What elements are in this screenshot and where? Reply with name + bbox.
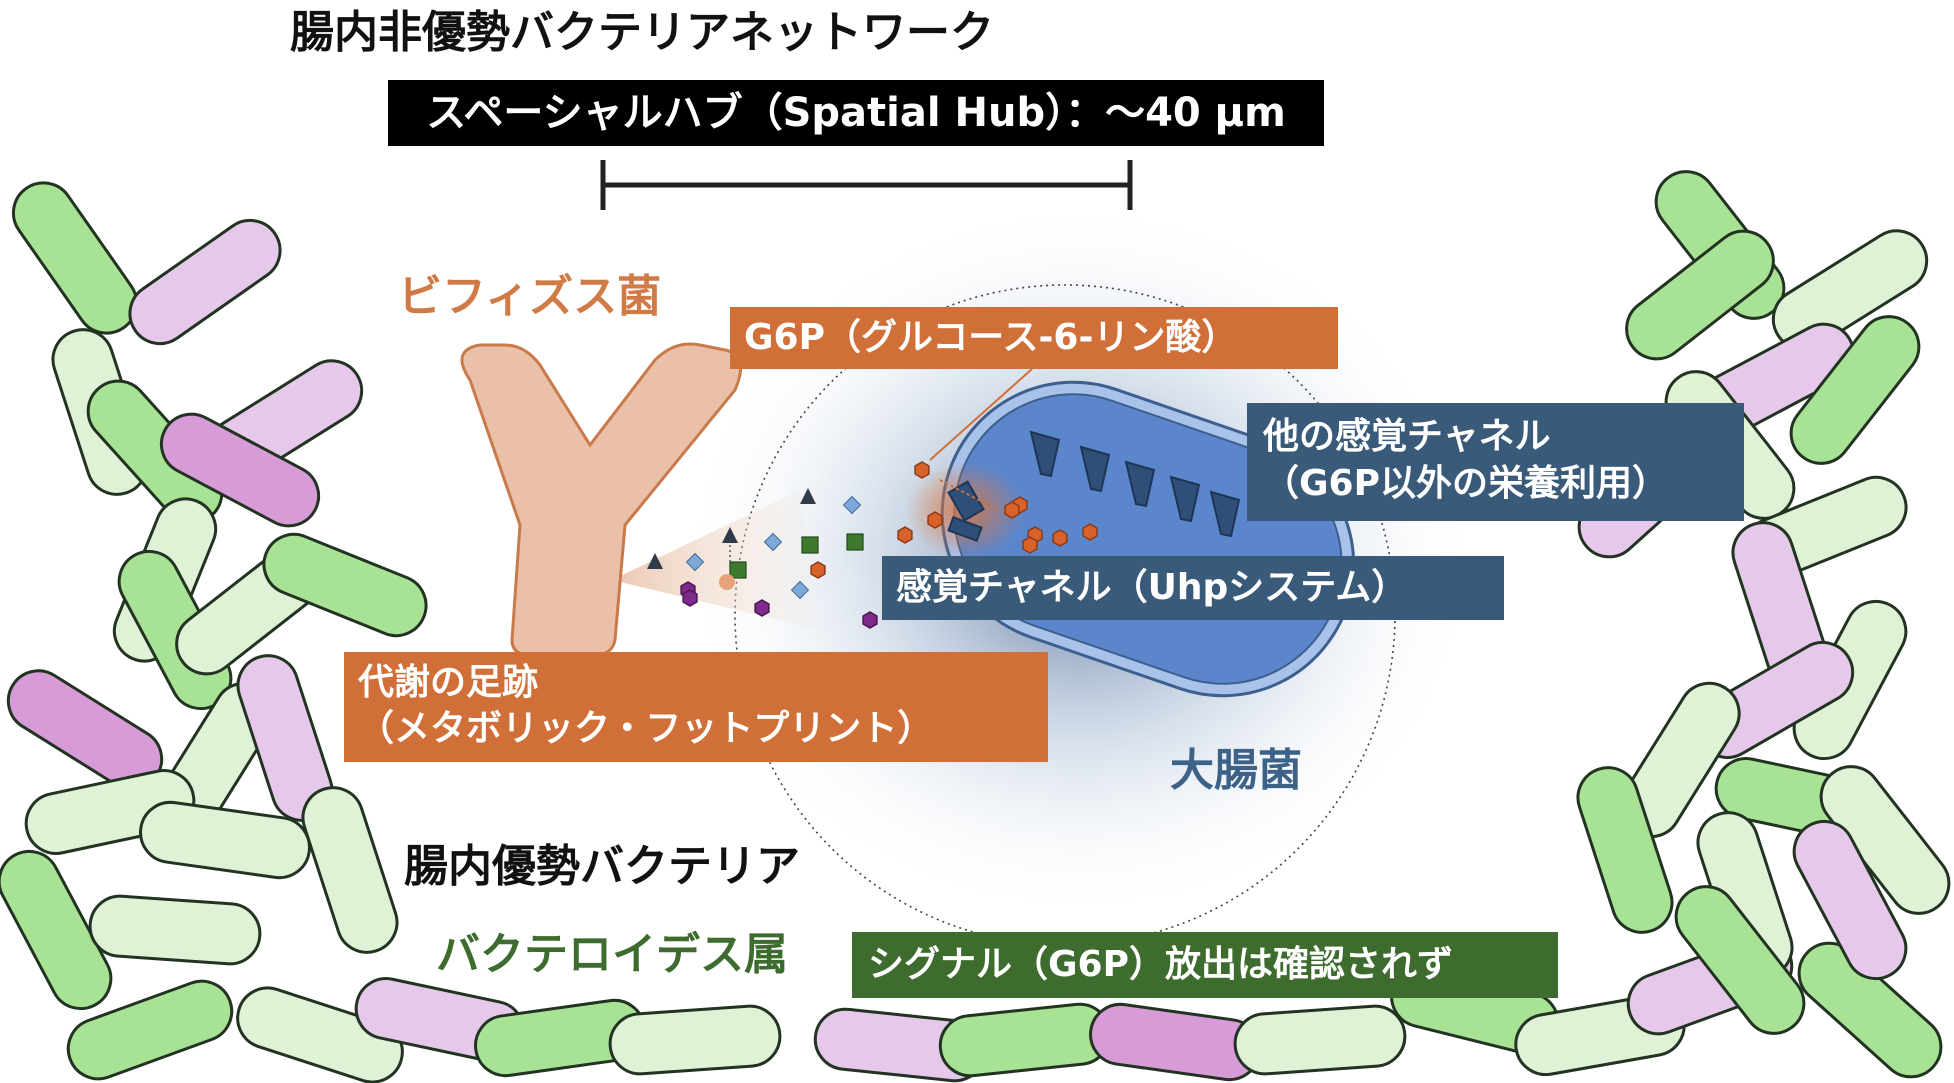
uhp-channel-label: 感覚チャネル（Uhpシステム） xyxy=(882,556,1504,620)
blue-metabolite-2 xyxy=(763,532,783,552)
ecoli-label: 大腸菌 xyxy=(1170,745,1302,796)
green-metabolite-1 xyxy=(801,536,819,554)
metabolic-footprint-box: 代謝の足跡 （メタボリック・フットプリント） xyxy=(344,652,1048,762)
sensory-channel-2 xyxy=(1079,445,1111,493)
g6p-molecule-7 xyxy=(1022,536,1038,554)
background-bacterium-31 xyxy=(1797,941,1943,1079)
other-sensory-channels-box: 他の感覚チャネル （G6P以外の栄養利用） xyxy=(1247,403,1744,521)
triangle-metabolite-1 xyxy=(800,488,816,504)
sensory-channel-1 xyxy=(1029,430,1061,478)
sensory-channel-group xyxy=(939,430,1241,542)
g6p-molecule-8 xyxy=(1004,501,1020,519)
triangle-metabolite-3 xyxy=(647,553,663,569)
background-bacterium-33 xyxy=(1625,229,1775,361)
footprint-line1: 代謝の足跡 xyxy=(358,662,539,703)
background-bacterium-48 xyxy=(1674,885,1806,1035)
background-bacterium-16 xyxy=(301,786,399,954)
background-bacterium-18 xyxy=(88,894,262,966)
background-bacterium-27 xyxy=(1233,1004,1407,1076)
g6p-label: G6P（グルコース-6-リン酸） xyxy=(730,307,1338,369)
signal-not-observed-label: シグナル（G6P）放出は確認されず xyxy=(852,932,1558,998)
background-bacterium-19 xyxy=(66,979,234,1081)
bacteroides-label: バクテロイデス属 xyxy=(436,929,788,980)
purple-metabolite-2 xyxy=(682,589,698,607)
g6p-uptake-arrow xyxy=(939,479,999,511)
background-bacterium-34 xyxy=(1771,229,1929,351)
purple-metabolite-3 xyxy=(754,599,770,617)
background-bacterium-49 xyxy=(1792,819,1908,981)
metabolite-particles xyxy=(647,461,1098,629)
sensory-channel-3 xyxy=(1124,460,1156,508)
background-bacterium-17 xyxy=(0,849,113,1011)
g6p-molecule-5 xyxy=(1052,529,1068,547)
background-bacterium-46 xyxy=(1576,766,1674,934)
background-bacterium-10 xyxy=(262,532,428,638)
green-metabolite-3 xyxy=(729,561,747,579)
sensory-channel-4 xyxy=(1169,475,1201,523)
g6p-molecule-6 xyxy=(1082,523,1098,541)
background-bacterium-23 xyxy=(608,1004,782,1076)
purple-metabolite-4 xyxy=(862,611,878,629)
blue-metabolite-1 xyxy=(842,495,862,515)
triangle-metabolite-2 xyxy=(722,527,738,543)
uhp-channel-upper xyxy=(947,480,985,522)
background-bacterium-1 xyxy=(11,181,139,335)
sensory-channel-5 xyxy=(1209,490,1241,538)
blue-metabolite-4 xyxy=(685,552,705,572)
g6p-molecule-9 xyxy=(897,526,913,544)
spatial-hub-label: スペーシャルハブ（Spatial Hub）：～40 μm xyxy=(388,80,1324,146)
diagram-title: 腸内非優勢バクテリアネットワーク xyxy=(290,7,994,58)
background-bacterium-2 xyxy=(128,218,282,346)
footprint-line2: （メタボリック・フットプリント） xyxy=(358,708,934,749)
background-bacterium-15 xyxy=(139,800,311,880)
g6p-molecule-10 xyxy=(810,561,826,579)
background-bacterium-20 xyxy=(236,986,404,1083)
metabolic-footprint-cone xyxy=(612,490,820,630)
hub-scale-bar xyxy=(600,160,1133,210)
uhp-channel-lower xyxy=(947,516,983,542)
background-bacterium-25 xyxy=(938,1002,1112,1078)
background-bacterium-36 xyxy=(1789,315,1921,465)
bifidobacterium-label: ビフィズス菌 xyxy=(398,271,662,322)
other-channels-line2: （G6P以外の栄養利用） xyxy=(1263,463,1668,504)
footprint-dot-1 xyxy=(719,574,735,590)
green-metabolite-2 xyxy=(846,533,864,551)
g6p-molecule-1 xyxy=(914,461,930,479)
blue-metabolite-3 xyxy=(790,580,810,600)
g6p-leader-line xyxy=(929,368,1033,461)
background-bacterium-6 xyxy=(159,412,321,528)
g6p-molecule-2 xyxy=(927,511,943,529)
other-channels-line1: 他の感覚チャネル xyxy=(1263,416,1551,457)
dominant-bacteria-label: 腸内優勢バクテリア xyxy=(404,841,800,892)
